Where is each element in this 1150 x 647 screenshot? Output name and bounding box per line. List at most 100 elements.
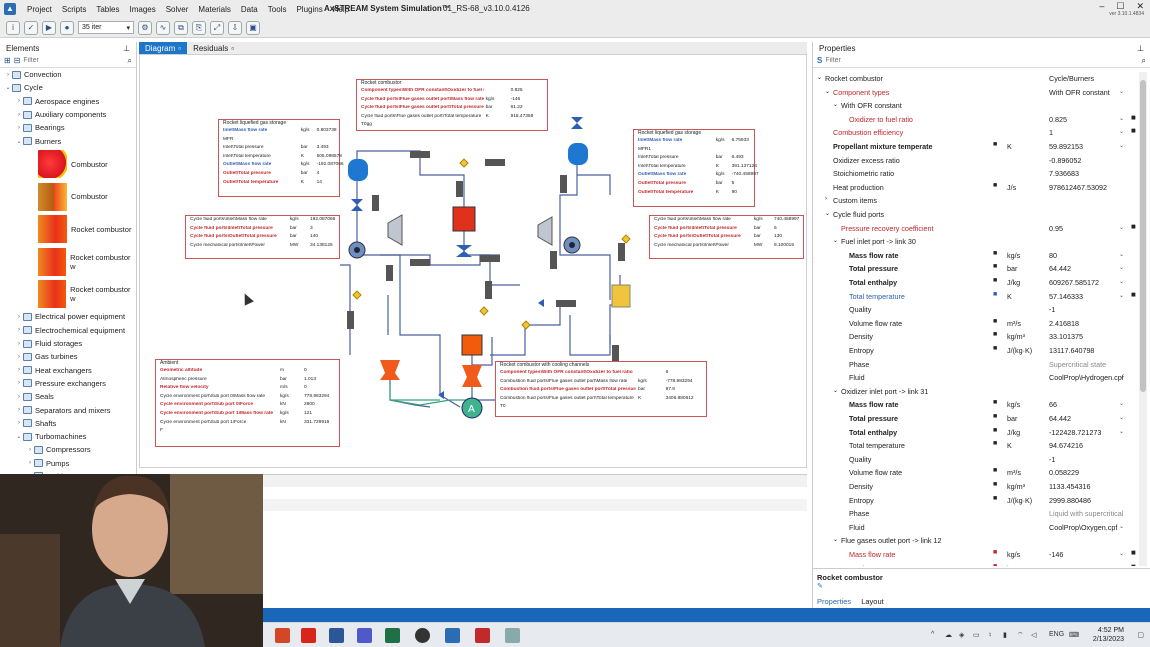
property-row[interactable]: ⌄Fuel inlet port -> link 30: [817, 235, 1143, 249]
property-value[interactable]: 13117.640798: [1049, 346, 1095, 355]
property-value[interactable]: 2999.880486: [1049, 495, 1091, 505]
property-value[interactable]: 0.95: [1049, 223, 1063, 233]
tray-chevron-icon[interactable]: ^: [931, 631, 935, 638]
nozzle-icon[interactable]: [380, 360, 400, 380]
chevron-right-icon[interactable]: ›: [18, 313, 20, 320]
chevron-right-icon[interactable]: ›: [18, 407, 20, 413]
chevron-down-icon[interactable]: ⌄: [1119, 279, 1125, 285]
tree-item[interactable]: ›Electrical power equipment: [0, 310, 136, 323]
scrollbar-thumb[interactable]: [1140, 80, 1146, 392]
property-value[interactable]: -1: [1049, 305, 1056, 315]
tank-hydrogen-icon[interactable]: [348, 159, 368, 181]
menu-item[interactable]: Plugins: [296, 4, 323, 14]
property-row[interactable]: ⌄With OFR constant: [817, 99, 1143, 113]
tree-item[interactable]: ›Pressure exchangers: [0, 377, 136, 390]
tray-battery-icon[interactable]: ▮: [1003, 632, 1007, 639]
burner-item[interactable]: Rocket combustor w: [0, 245, 136, 278]
edit-icon[interactable]: ✎: [817, 583, 823, 590]
property-value[interactable]: 80: [1049, 250, 1057, 260]
close-icon[interactable]: ✕: [1136, 1, 1144, 11]
menu-item[interactable]: Images: [129, 4, 156, 14]
pump-icon[interactable]: [563, 236, 581, 254]
property-value[interactable]: -0.896052: [1049, 155, 1082, 165]
menu-item[interactable]: Materials: [198, 4, 231, 14]
heat-exchanger-icon[interactable]: [611, 284, 631, 308]
property-value[interactable]: -1: [1049, 454, 1056, 464]
chevron-down-icon[interactable]: ⌄: [16, 434, 22, 441]
pin-icon[interactable]: ⊥: [1137, 43, 1144, 53]
image-icon[interactable]: ▣: [246, 20, 260, 35]
property-row[interactable]: ⌄Flue gases outlet port -> link 12: [817, 534, 1143, 548]
menu-item[interactable]: Scripts: [61, 4, 87, 14]
menu-item[interactable]: Tables: [96, 4, 120, 14]
elements-filter-input[interactable]: [23, 57, 125, 64]
tray-volume-icon[interactable]: ◁: [1031, 632, 1037, 639]
property-value[interactable]: With OFR constant: [1049, 87, 1110, 97]
burner-item[interactable]: Combustor: [0, 180, 136, 213]
chevron-down-icon[interactable]: ⌄: [1119, 401, 1125, 408]
menu-item[interactable]: Solver: [165, 4, 189, 14]
chevron-down-icon[interactable]: ⌄: [1119, 265, 1125, 272]
tab-properties[interactable]: Properties: [817, 596, 852, 606]
tool-icon[interactable]: [505, 628, 520, 643]
play-icon[interactable]: ▶: [42, 20, 56, 35]
stop-icon[interactable]: ●: [60, 20, 74, 35]
chevron-down-icon[interactable]: ⌄: [817, 75, 823, 81]
tray-teams-icon[interactable]: ◈: [959, 632, 965, 639]
tree-item[interactable]: ›Auxiliary components: [0, 108, 136, 121]
chevron-down-icon[interactable]: ⌄: [16, 138, 22, 145]
property-row[interactable]: ›Custom items: [817, 194, 1143, 208]
property-value[interactable]: 33.101375: [1049, 332, 1083, 342]
system-clock[interactable]: 4:52 PM 2/13/2023: [1093, 626, 1124, 644]
acrobat-icon[interactable]: [301, 628, 316, 643]
chevron-down-icon[interactable]: ⌄: [1119, 551, 1125, 557]
excel-icon[interactable]: [385, 628, 400, 643]
chevron-down-icon[interactable]: ⌄: [1119, 564, 1124, 566]
burner-item[interactable]: Rocket combustor w: [0, 278, 136, 311]
burner-item[interactable]: Combustor: [0, 148, 136, 181]
tree-item[interactable]: ›Separators and mixers: [0, 403, 136, 416]
tree-item[interactable]: ›Electrochemical equipment: [0, 324, 136, 337]
obs-icon[interactable]: [415, 628, 430, 643]
menu-item[interactable]: Tools: [267, 4, 287, 14]
property-value[interactable]: 64.442: [1049, 414, 1071, 423]
tray-mic-icon[interactable]: ♮: [989, 632, 992, 639]
property-value[interactable]: 66: [1049, 400, 1057, 410]
tree-item[interactable]: ⌄Cycle: [0, 81, 136, 94]
chevron-down-icon[interactable]: ⌄: [1119, 88, 1125, 95]
settings-icon[interactable]: ⚙: [138, 20, 152, 35]
chevron-down-icon[interactable]: ⌄: [1119, 129, 1125, 136]
tree-item[interactable]: ›Shafts: [0, 417, 136, 430]
chevron-down-icon[interactable]: ⌄: [833, 238, 839, 245]
chevron-down-icon[interactable]: ⌄: [833, 537, 839, 544]
chevron-down-icon[interactable]: ⌄: [833, 387, 839, 394]
tank-oxygen-icon[interactable]: [568, 143, 588, 165]
rocket-combustor-icon[interactable]: [452, 206, 476, 232]
property-value[interactable]: CoolProp\Oxygen.cpf: [1049, 522, 1118, 532]
chevron-down-icon[interactable]: ⌄: [1119, 415, 1125, 421]
property-value[interactable]: 94.674216: [1049, 441, 1083, 451]
chevron-right-icon[interactable]: ›: [29, 460, 31, 467]
property-value[interactable]: CoolProp\Hydrogen.cpf: [1049, 373, 1124, 383]
chevron-down-icon[interactable]: ⌄: [825, 211, 831, 217]
property-value[interactable]: 59.892153: [1049, 142, 1083, 151]
